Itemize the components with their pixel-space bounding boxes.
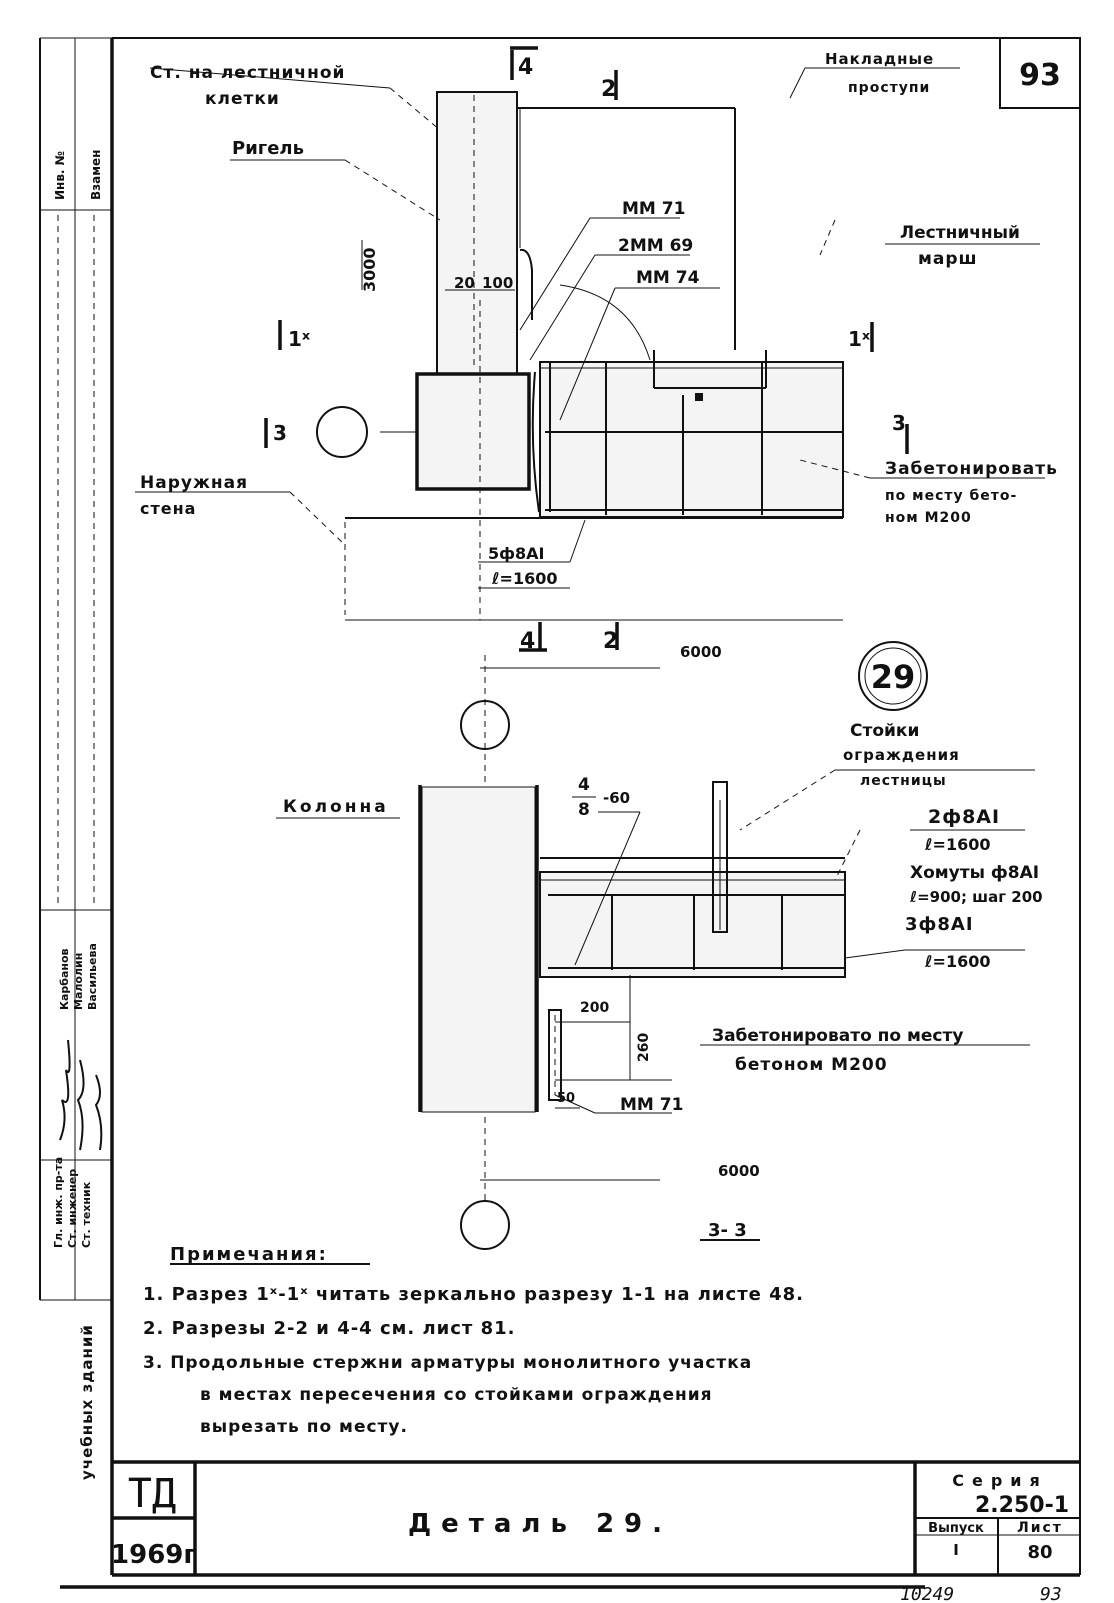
top-detail: [135, 46, 1045, 652]
cut-mark-4-top: 4: [518, 55, 533, 80]
label-concrete-bottom-1: Забетонировато по месту: [712, 1026, 963, 1046]
bottom-detail: [276, 641, 1035, 1250]
label-stair-wall-2: клетки: [205, 89, 280, 109]
margin-staff-role-2: Ст. инженер: [66, 1169, 79, 1248]
margin-buildings-text: учебных зданий: [78, 1324, 96, 1480]
issue-label: Выпуск: [928, 1521, 984, 1536]
note-2: 2. Разрезы 2-2 и 4-4 см. лист 81.: [143, 1318, 516, 1339]
margin-inv-label: Инв. №: [53, 151, 67, 200]
label-stair-flight-2: марш: [918, 249, 978, 269]
cut-mark-1x-left: 1ˣ: [288, 327, 311, 351]
label-column: Колонна: [283, 797, 389, 817]
dim-260: 260: [636, 1033, 652, 1062]
margin-staff-name-1: Карбанов: [58, 948, 71, 1010]
detail-number: 29: [871, 658, 916, 696]
cut-mark-3-left: 3: [273, 421, 287, 445]
label-mm71-bottom: ММ 71: [620, 1095, 683, 1115]
label-treads-1: Накладные: [825, 50, 934, 68]
label-rebar2-2: ℓ=1600: [924, 835, 990, 854]
label-rebar2-1: 2ф8АI: [928, 806, 1000, 828]
label-concrete-top-3: ном М200: [885, 510, 972, 526]
column: [421, 786, 536, 1113]
archive-number: 10249: [900, 1584, 954, 1603]
dim-50: 50: [557, 1091, 575, 1106]
stamp-code: ТД: [128, 1471, 176, 1517]
label-treads-2: проступи: [848, 80, 930, 96]
weld-numerator: 4: [578, 775, 590, 795]
dim-200: 200: [580, 1000, 609, 1016]
cut-mark-1x-right: 1ˣ: [848, 327, 871, 351]
dim-span-6000-bottom: 6000: [718, 1162, 760, 1180]
dim-100: 100: [482, 274, 513, 292]
label-mm71-top: ММ 71: [622, 199, 685, 219]
label-outer-wall-2: стена: [140, 499, 196, 518]
monolithic-slab: [539, 361, 844, 518]
railing-post: [712, 781, 728, 933]
stamp-year: 1969г: [111, 1540, 197, 1570]
sheet-frame: [39, 37, 1081, 1589]
signatures: [59, 1039, 103, 1151]
margin-staff-role-1: Гл. инж. пр-та: [52, 1157, 65, 1248]
weld-denominator: 8: [578, 800, 590, 820]
label-mm74: ММ 74: [636, 268, 700, 288]
note-3-cont-2: вырезать по месту.: [200, 1417, 408, 1437]
stair-wall: [436, 91, 518, 375]
margin-replace-label: Взамен: [89, 150, 103, 200]
dim-20: 20: [454, 274, 475, 292]
riegel: [415, 372, 531, 491]
label-rebar-top-1: 5ф8АI: [488, 544, 544, 563]
series-value: 2.250-1: [975, 1493, 1069, 1518]
label-concrete-top-2: по месту бето-: [885, 488, 1017, 504]
weld-length: -60: [603, 789, 630, 807]
cut-mark-3-right: 3: [892, 411, 906, 435]
cut-mark-4-bottom: 4: [520, 629, 535, 654]
sheet-label: Лист: [1017, 1520, 1063, 1536]
label-riegel: Ригель: [232, 138, 304, 159]
title-block: [112, 1460, 1080, 1575]
dim-3000: 3000: [360, 247, 379, 292]
label-stair-flight-1: Лестничный: [900, 223, 1020, 243]
label-posts-3: лестницы: [860, 773, 947, 789]
label-stirrups-2: ℓ=900; шаг 200: [909, 888, 1043, 906]
label-concrete-bottom-2: бетоном М200: [735, 1055, 888, 1075]
note-3-cont-1: в местах пересечения со стойками огражде…: [200, 1385, 713, 1405]
sheet-number: 93: [1019, 58, 1061, 93]
label-posts-1: Стойки: [850, 721, 919, 741]
series-label: Серия: [952, 1471, 1048, 1490]
section-label-3-3: 3- 3: [708, 1220, 747, 1241]
archive-sheet: 93: [1040, 1584, 1062, 1603]
note-1: 1. Разрез 1ˣ-1ˣ читать зеркально разрезу…: [143, 1284, 804, 1305]
dim-span-6000-top: 6000: [680, 643, 722, 661]
label-stair-wall-1: Ст. на лестничной: [150, 63, 345, 83]
notes-heading: Примечания:: [170, 1244, 328, 1265]
label-rebar3-1: 3ф8АI: [905, 914, 974, 935]
cut-mark-2-top: 2: [601, 77, 616, 102]
label-concrete-top-1: Забетонировать: [885, 459, 1058, 479]
label-outer-wall-1: Наружная: [140, 473, 248, 493]
label-posts-2: ограждения: [843, 746, 960, 764]
note-3: 3. Продольные стержни арматуры монолитно…: [143, 1353, 752, 1373]
label-rebar-top-2: ℓ=1600: [491, 569, 557, 588]
issue-value: I: [953, 1541, 959, 1559]
label-mm69: 2ММ 69: [618, 236, 693, 256]
cut-mark-2-bottom: 2: [603, 629, 618, 654]
label-stirrups-1: Хомуты ф8АI: [910, 863, 1039, 883]
margin-staff-name-3: Васильева: [86, 943, 99, 1010]
landing-slab: [539, 871, 846, 978]
margin-staff-name-2: Малолин: [72, 953, 85, 1010]
sheet-value: 80: [1027, 1542, 1052, 1563]
drawing-title: Деталь 29.: [408, 1509, 672, 1539]
margin-staff-role-3: Ст. техник: [80, 1181, 93, 1248]
label-rebar3-2: ℓ=1600: [924, 952, 990, 971]
